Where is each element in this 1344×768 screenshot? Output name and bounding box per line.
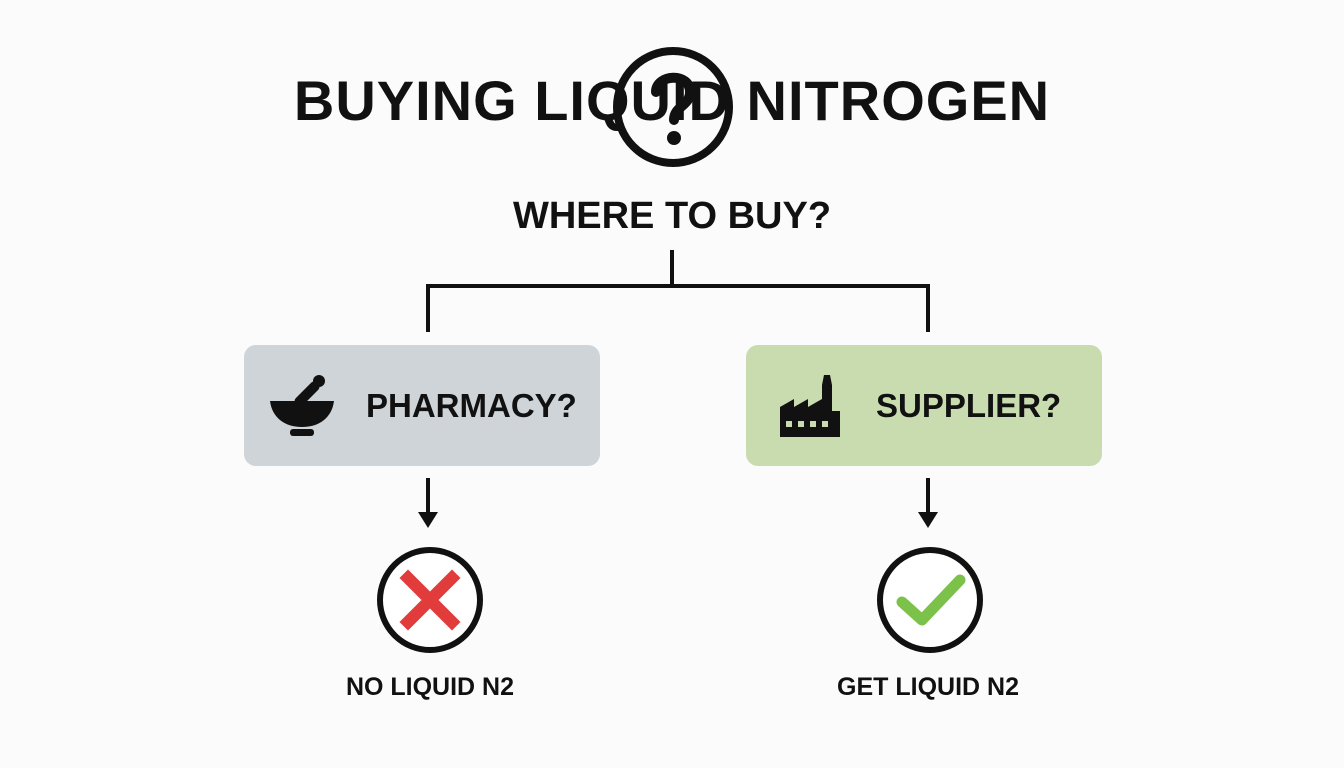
- result-supplier-label: GET LIQUID N2: [837, 673, 1019, 701]
- arrow-pharmacy-result: [418, 478, 438, 528]
- check-icon: [877, 547, 983, 653]
- question-circle-icon: [613, 47, 733, 167]
- arrow-supplier-result: [918, 478, 938, 528]
- result-pharmacy-label: NO LIQUID N2: [345, 673, 515, 701]
- option-supplier-label: SUPPLIER?: [876, 387, 1062, 424]
- branch-connector: [426, 250, 930, 332]
- factory-icon: [780, 375, 840, 437]
- option-pharmacy-label: PHARMACY?: [366, 387, 577, 424]
- option-pharmacy: PHARMACY?: [244, 345, 600, 466]
- option-supplier: SUPPLIER?: [746, 345, 1102, 466]
- cross-icon: [377, 547, 483, 653]
- question-heading: WHERE TO BUY?: [512, 195, 832, 237]
- mortar-pestle-icon: [270, 375, 334, 436]
